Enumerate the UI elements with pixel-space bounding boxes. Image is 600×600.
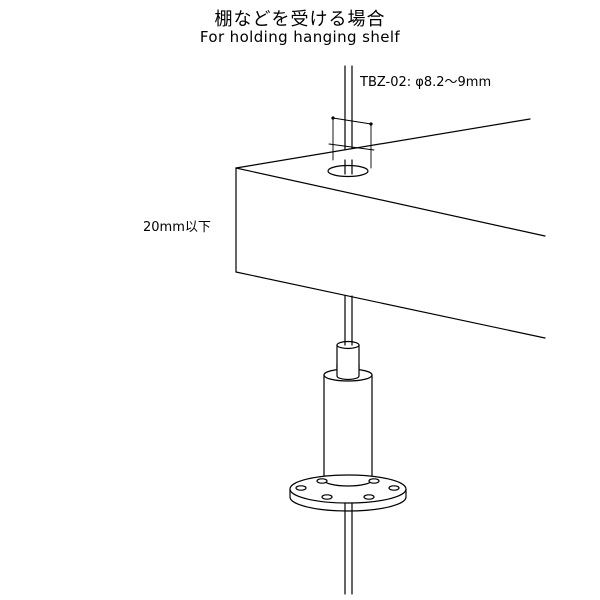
screw-hole xyxy=(321,494,333,500)
screw-hole xyxy=(368,478,380,484)
fitting-flange xyxy=(289,474,407,512)
title-japanese: 棚などを受ける場合 xyxy=(214,9,386,30)
shelf-top-edge-right xyxy=(235,167,546,237)
shelf-bottom-edge xyxy=(235,271,546,339)
shelf-board xyxy=(235,118,546,339)
middle-wire xyxy=(344,295,353,346)
title-english: For holding hanging shelf xyxy=(199,28,401,46)
wire-spec-label: TBZ-02: φ8.2～9mm xyxy=(360,75,492,90)
screw-hole xyxy=(388,485,400,491)
diameter-dimension xyxy=(328,116,375,169)
screw-hole xyxy=(316,478,328,484)
shelf-back-edge xyxy=(235,118,531,169)
shelf-thickness-label: 20mm以下 xyxy=(143,220,211,235)
lower-wire xyxy=(344,502,353,595)
shelf-hole xyxy=(327,164,369,178)
fitting-body xyxy=(323,363,373,485)
shelf-top-face xyxy=(236,119,545,236)
screw-hole xyxy=(363,494,375,500)
screw-hole xyxy=(295,485,307,491)
